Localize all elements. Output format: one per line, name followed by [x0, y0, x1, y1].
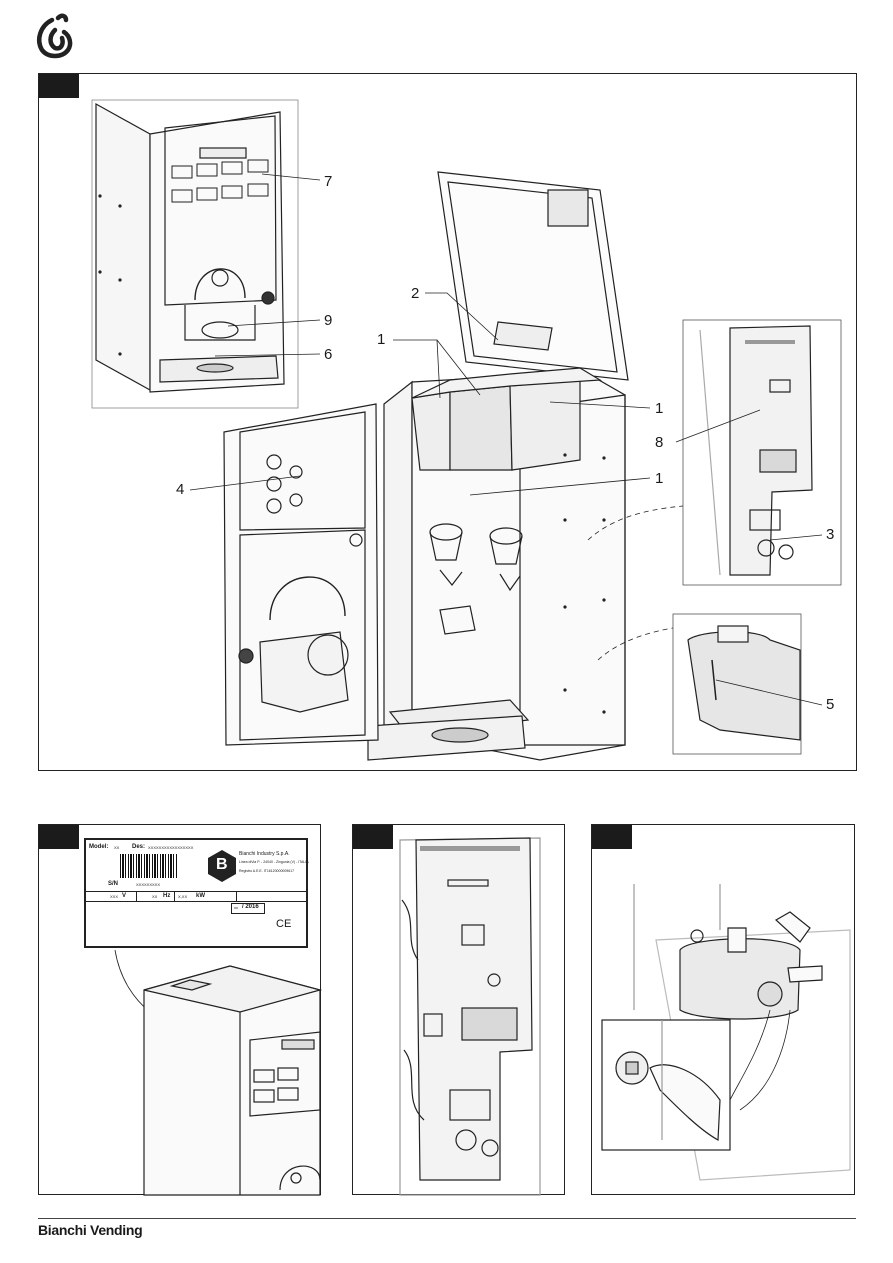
sn-label: S/N [108, 881, 119, 887]
callout-1-b: 1 [655, 400, 664, 417]
callout-1-c: 1 [655, 470, 664, 487]
company-name: Bianchi Industry S.p.A. [239, 851, 290, 857]
callout-7: 7 [324, 173, 333, 190]
hz-unit: Hz [163, 893, 171, 899]
callout-2: 2 [411, 285, 420, 302]
company-address: Linea diVia P. - 24040 - Zingonia (V) - … [239, 860, 309, 864]
figure-tab [39, 825, 79, 849]
footer-divider [38, 1218, 856, 1219]
callout-3: 3 [826, 526, 835, 543]
company-register: Registro A.E.E. IT16120000009617 [239, 869, 295, 873]
figure-tab [592, 825, 632, 849]
volt-value: XXX [110, 894, 119, 899]
callout-6: 6 [324, 346, 333, 363]
rating-plate: Model: XX Des: XXXXXXXXXXXXXXXXX S/N XXX… [84, 838, 309, 948]
model-label: Model: [89, 844, 109, 850]
figure-tab [353, 825, 393, 849]
volt-unit: V [122, 893, 127, 899]
hz-value: XX [152, 894, 158, 899]
kw-value: X,XX [178, 894, 188, 899]
callout-9: 9 [324, 312, 333, 329]
callout-5: 5 [826, 696, 835, 713]
year-prefix: xx [234, 905, 238, 910]
sn-value: XXXXXXXXX [136, 882, 161, 887]
figure-tab [39, 74, 79, 98]
des-label: Des: [132, 844, 146, 850]
model-value: XX [114, 845, 120, 850]
year-text: / 2016 [242, 904, 259, 910]
callout-8: 8 [655, 434, 664, 451]
footer-brand: Bianchi Vending [38, 1222, 143, 1238]
callout-4: 4 [176, 481, 185, 498]
barcode [120, 854, 178, 878]
ce-mark: CE [276, 918, 292, 930]
des-value: XXXXXXXXXXXXXXXXX [148, 845, 194, 850]
callout-1-a: 1 [377, 331, 386, 348]
kw-unit: kW [196, 893, 205, 899]
